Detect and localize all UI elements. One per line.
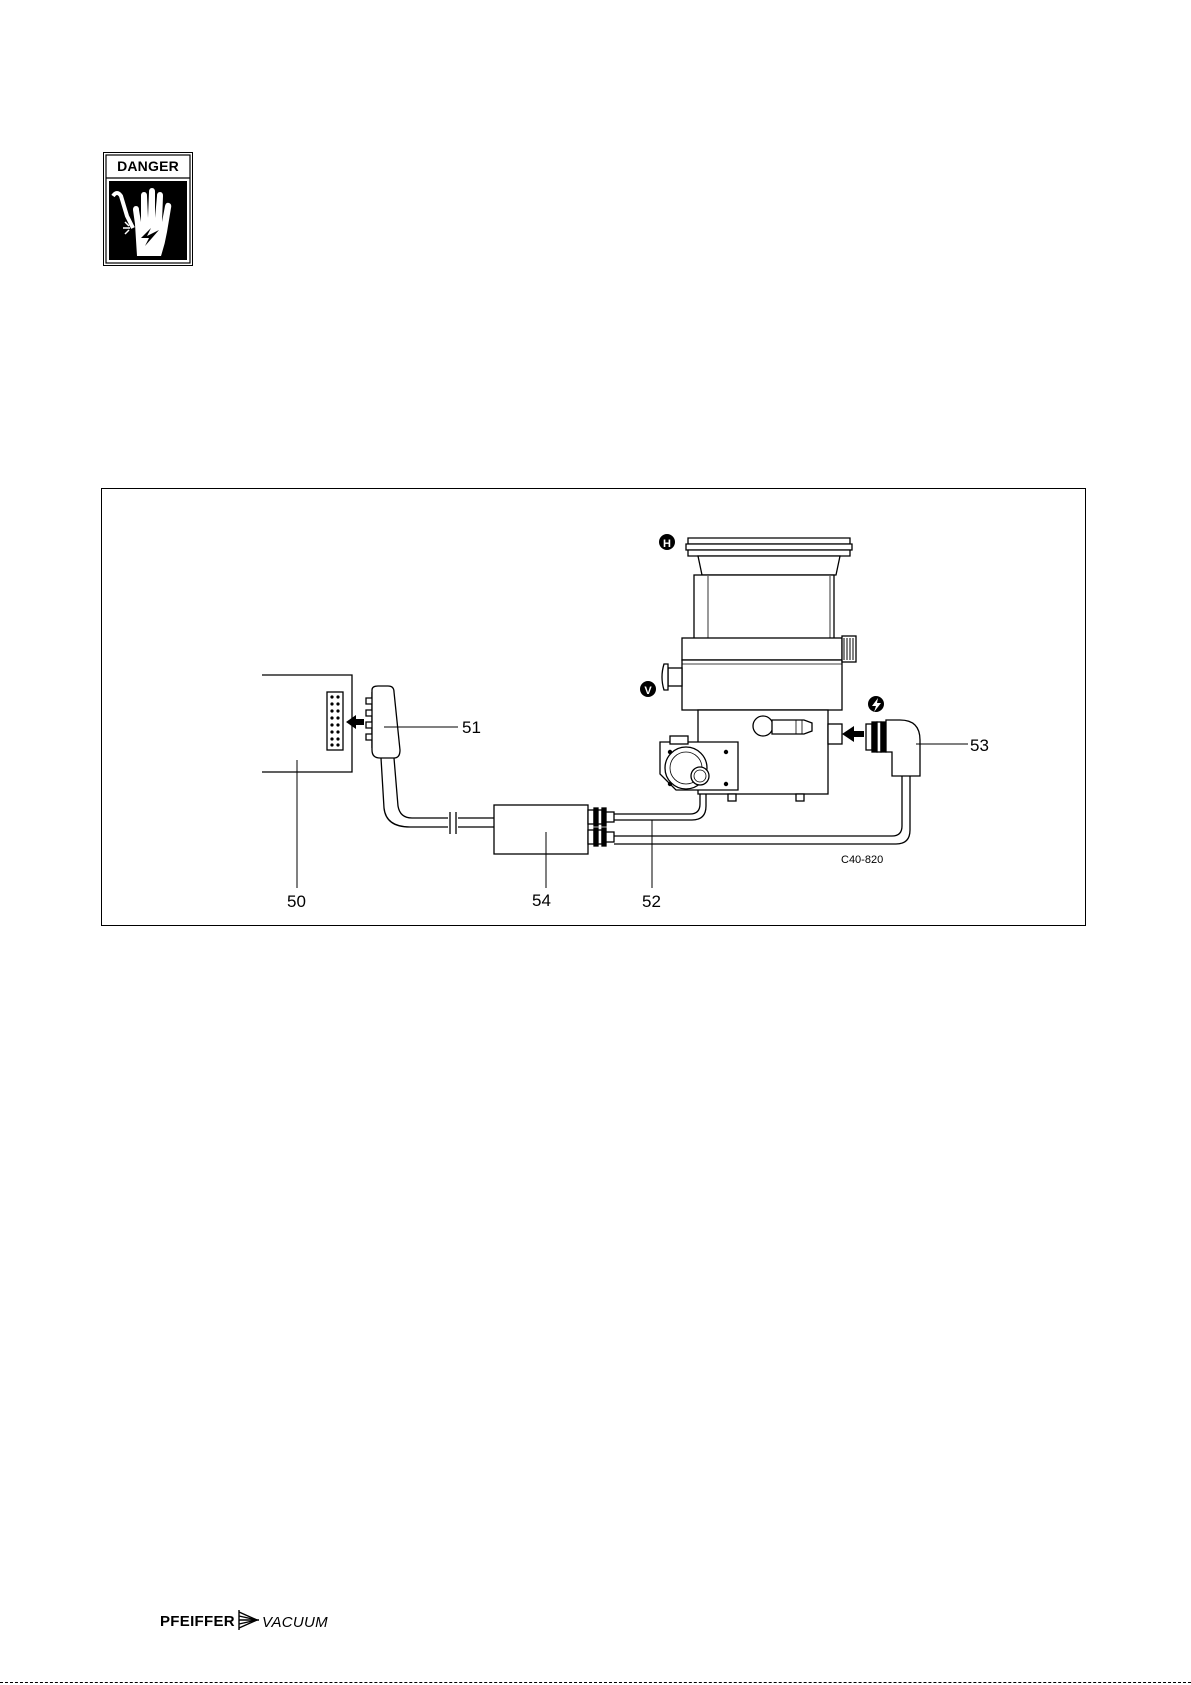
insert-arrow-pump bbox=[842, 726, 864, 742]
fore-vacuum-symbol: V bbox=[640, 681, 656, 697]
callout-54: 54 bbox=[532, 891, 551, 910]
high-vacuum-symbol-text: H bbox=[663, 538, 671, 550]
callout-51: 51 bbox=[462, 718, 481, 737]
insert-arrow-left bbox=[346, 715, 364, 729]
turbo-pump bbox=[660, 538, 856, 801]
electrical-connection-icon bbox=[868, 696, 884, 712]
fore-vacuum-symbol-text: V bbox=[644, 685, 652, 697]
footer-brand-suffix: VACUUM bbox=[262, 1614, 328, 1631]
converter-output-connectors bbox=[588, 808, 614, 846]
drawing-code: C40-820 bbox=[841, 854, 883, 866]
angled-connector-53 bbox=[866, 720, 920, 776]
callout-50: 50 bbox=[287, 892, 306, 911]
callout-52: 52 bbox=[642, 892, 661, 911]
high-vacuum-symbol: H bbox=[659, 534, 675, 550]
footer-brand: PFEIFFER bbox=[160, 1613, 235, 1630]
page-bottom-rule bbox=[0, 1682, 1191, 1683]
converter-box-54 bbox=[494, 805, 588, 854]
pfeiffer-logo-mark bbox=[237, 1607, 261, 1633]
power-unit-50 bbox=[262, 675, 352, 772]
cable-51-upper bbox=[381, 758, 448, 827]
connector-plug-51 bbox=[366, 686, 400, 758]
callout-53: 53 bbox=[970, 736, 989, 755]
cable-51-lower bbox=[394, 758, 448, 818]
